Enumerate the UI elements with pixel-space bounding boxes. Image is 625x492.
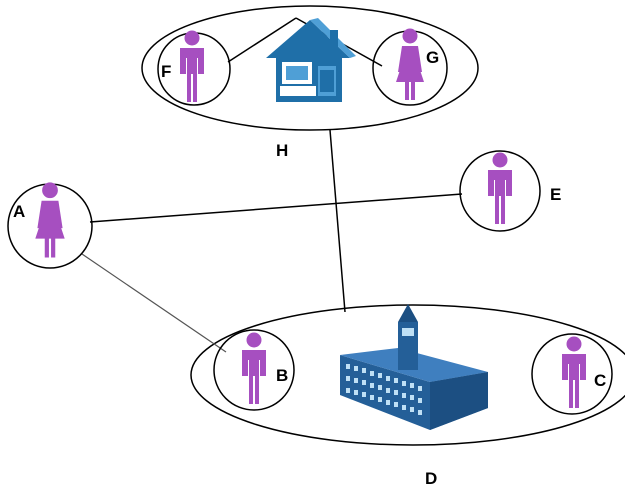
female-person-icon: [396, 28, 424, 100]
node-g-label: G: [426, 48, 439, 67]
link-h-d: [329, 129, 346, 313]
node-c-circle: [531, 333, 613, 415]
male-person-icon: [562, 336, 586, 408]
link-a-b: [81, 253, 227, 353]
link-f-house: [227, 17, 297, 63]
school-building-icon: [340, 304, 488, 430]
male-person-icon: [180, 30, 204, 102]
group-h-label: H: [276, 141, 288, 160]
node-a-label: A: [13, 202, 25, 221]
node-f-label: F: [161, 62, 171, 81]
group-d-ellipse: [190, 304, 625, 446]
male-person-icon: [488, 152, 512, 224]
node-b-circle: [213, 329, 295, 411]
node-b-label: B: [276, 366, 288, 385]
node-e-label: E: [550, 185, 561, 204]
node-e-circle: [459, 150, 541, 232]
link-a-e: [89, 193, 463, 223]
node-c-label: C: [594, 371, 606, 390]
house-icon: [266, 18, 356, 102]
male-person-icon: [242, 332, 266, 404]
group-h-ellipse: [141, 5, 479, 131]
female-person-icon: [35, 182, 65, 258]
group-d-label: D: [425, 469, 437, 488]
